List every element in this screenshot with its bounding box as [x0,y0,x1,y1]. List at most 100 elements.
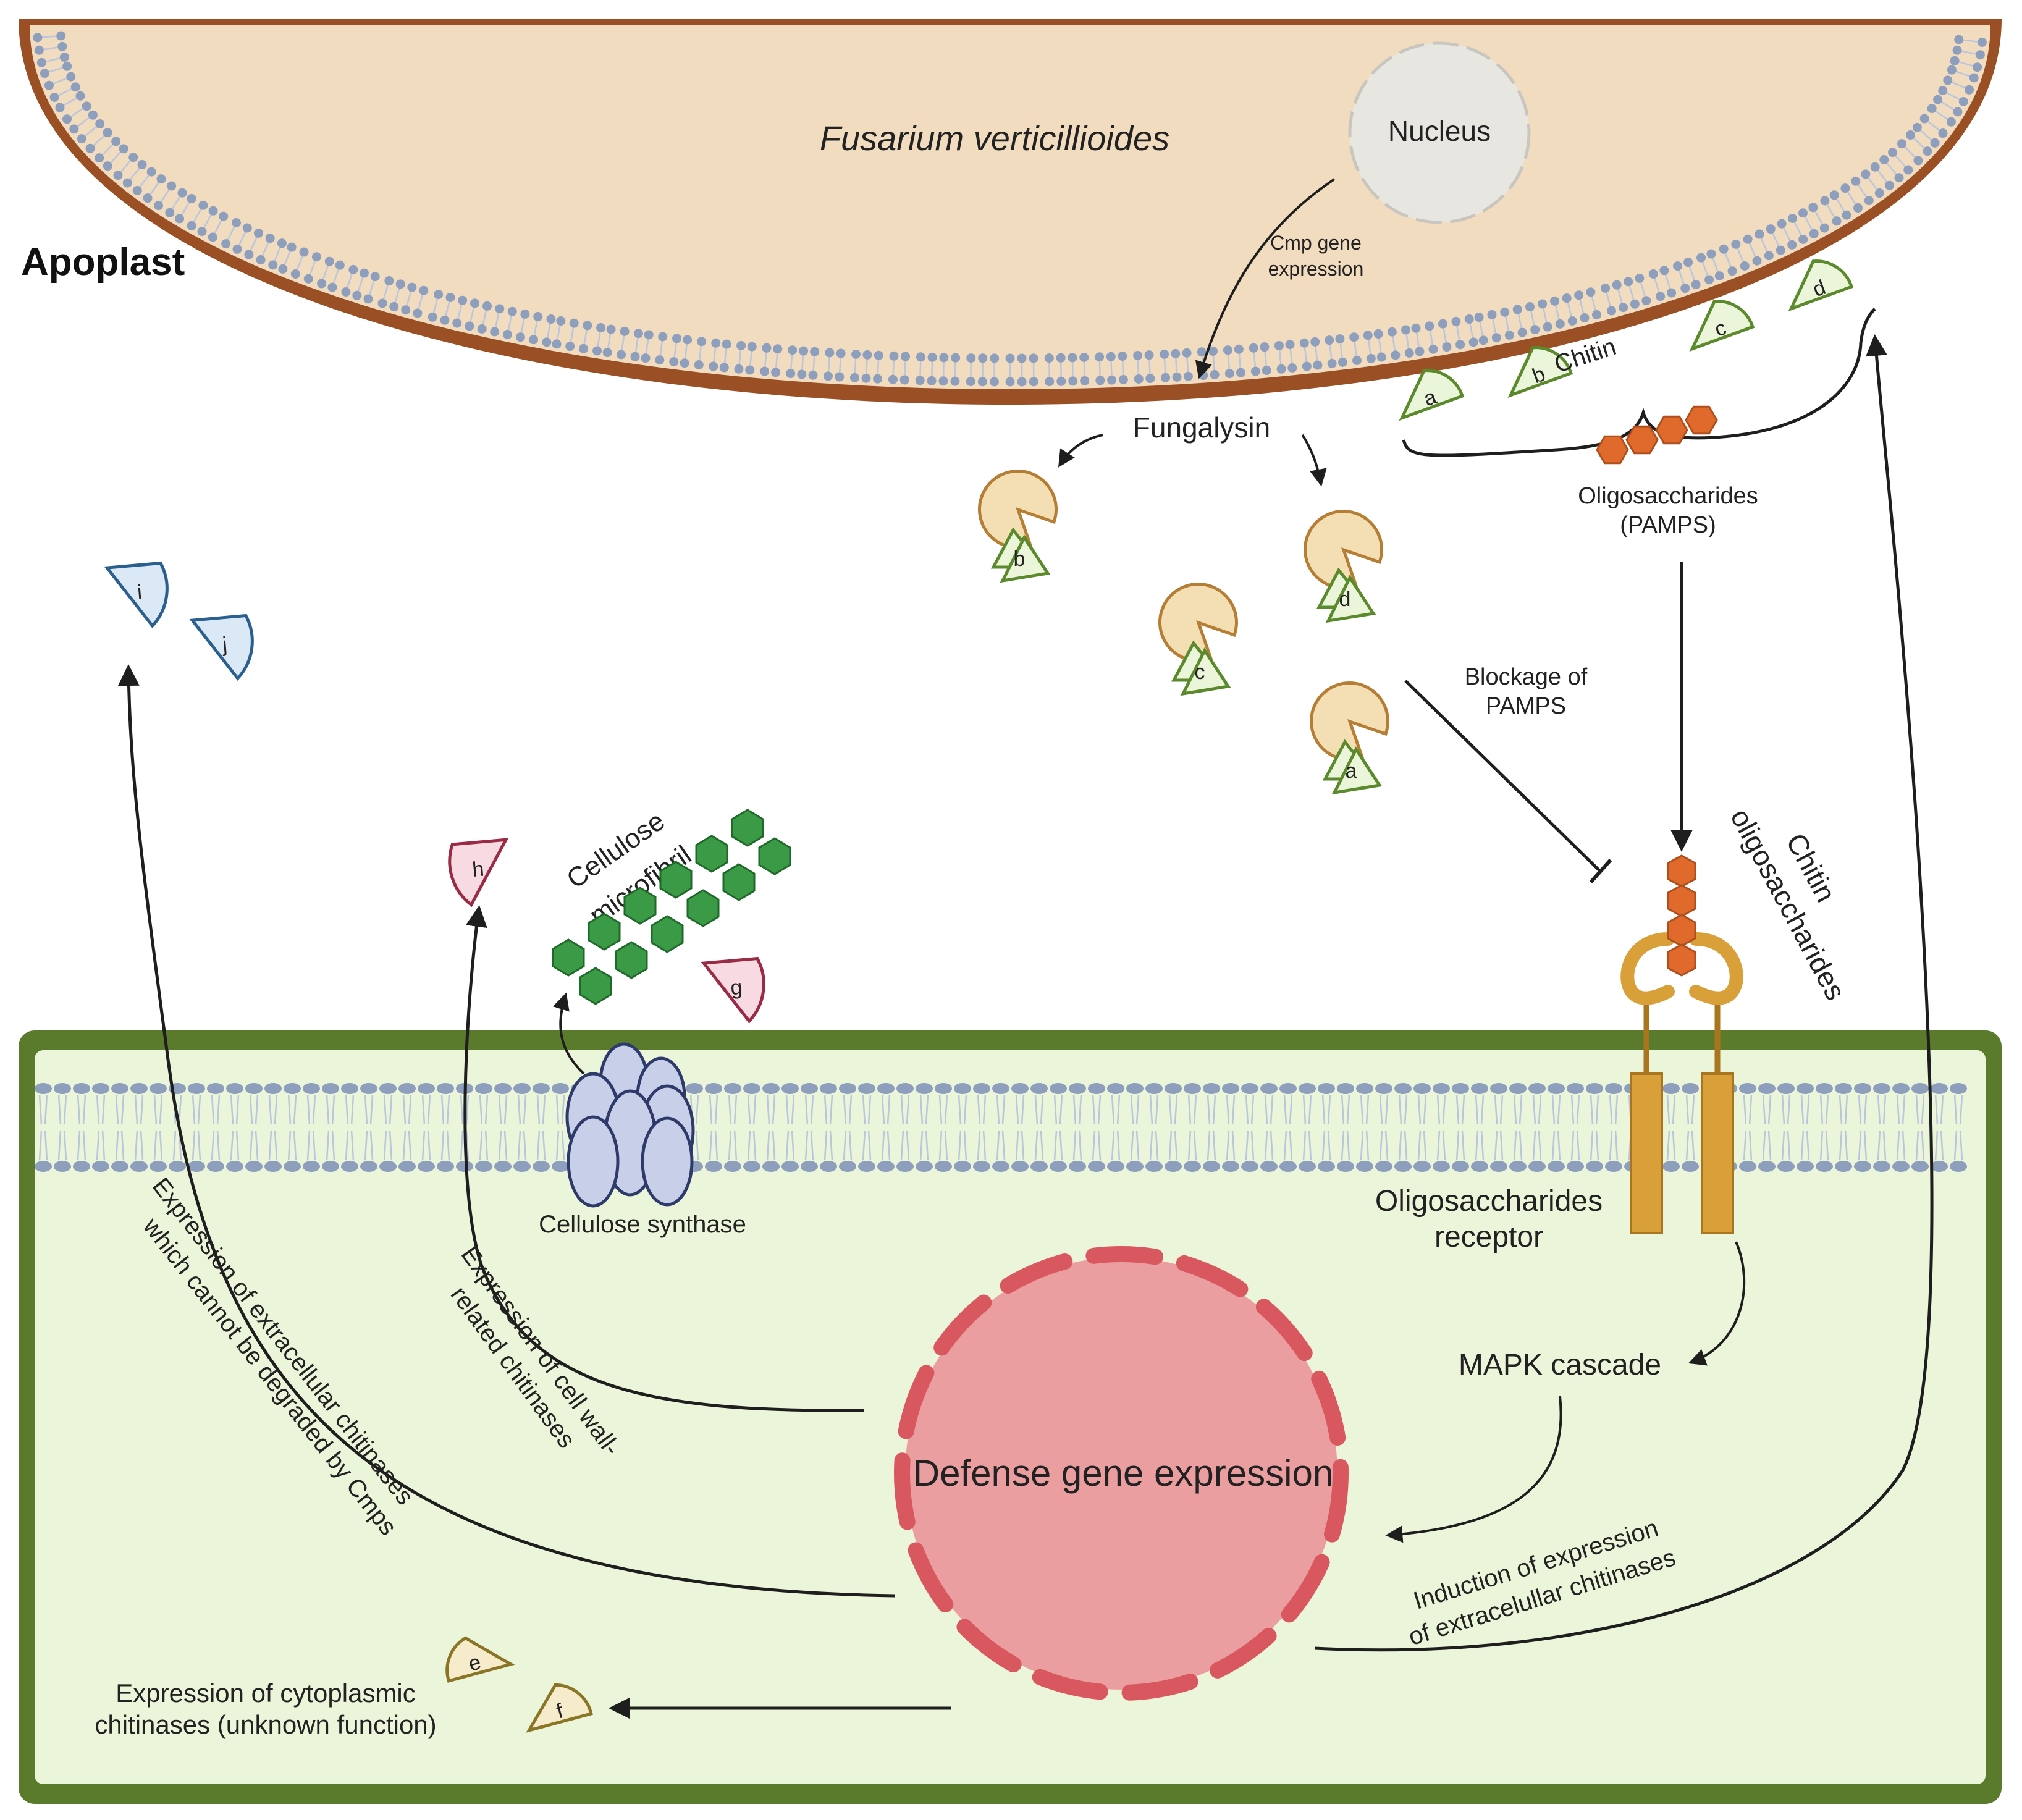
fungal-cell: Nucleus Fusarium verticillioides [19,19,2002,405]
oligosaccharide-receptor [1620,932,1743,1234]
fungal-membrane [33,31,1987,387]
cellulose-microfibril [552,809,791,1005]
receptor-transmembrane-right [1701,1072,1734,1234]
chitin-brace [1402,308,1876,457]
cytoplasmic-label-1: Expression of cytoplasmic [116,1679,416,1708]
chitinase-shape [1788,259,1854,312]
cellulose-hex [615,941,648,979]
fungalysin-complex-c: c [1158,582,1238,696]
pamps-label-2: (PAMPS) [1620,512,1716,538]
fungal-cytoplasm [30,25,1990,389]
fungalysin-bound-complexes: b d c a [977,469,1389,795]
cellulose-hex [588,912,621,951]
cellulose-hex [722,863,756,901]
pamps-oligosaccharide-chain [1596,405,1718,465]
cellulose-hex [552,938,585,977]
synthase-subunit [567,1115,620,1208]
chitinase-e: e [445,1636,515,1683]
fungalysin-arrow-right [1301,434,1327,487]
receptor-to-mapk-arrow [1688,1241,1746,1366]
fungalysin-complex-a: a [1309,681,1389,795]
chitinase-a-membrane: a [1399,369,1465,421]
defense-nucleus: Defense gene expression [894,1246,1349,1701]
receptor-transmembrane-left [1630,1072,1663,1234]
bound-chitinase-shape [1331,746,1383,795]
cellulose-hex [623,887,657,925]
cellulose-hex [758,837,791,875]
fungalysin-pacman [1158,582,1238,662]
nucleus-label: Nucleus [1388,115,1491,147]
chitinase-letter: i [136,580,143,604]
chitinase-letter: j [221,633,228,657]
cellulose-hex [686,889,720,927]
fungalysin-arrow-left [1058,434,1103,468]
chitin-oligo-label-2: oligosaccharides [1724,803,1852,1005]
membrane-chitinase-group: a b c d [1399,259,1854,421]
cellulose-synthase [565,1042,695,1208]
oligo-hex-unit [1596,435,1629,465]
chitinase-c-membrane: c [1689,300,1755,352]
cmp-expression-arrow [1195,178,1336,379]
oligo-hex-unit [1685,405,1718,435]
chitinase-shape [701,956,765,1024]
chitinase-shape [448,838,509,908]
chitinase-letter: g [730,975,743,1000]
bound-chitinase-letter: a [1346,759,1357,783]
apoplast-label: Apoplast [21,241,185,284]
fungalysin-pacman [1309,681,1389,761]
cellulose-synthase-label: Cellulose synthase [539,1211,746,1238]
organism-label: Fusarium verticillioides [820,119,1169,158]
blockage-label-1: Blockage of [1465,664,1588,690]
receptor-label-2: receptor [1434,1221,1543,1253]
chitinase-i: i [104,561,169,628]
chitinase-g: g [701,956,765,1024]
defense-nucleus-body [905,1257,1337,1690]
receptor-binding-arm-right [1689,932,1743,1005]
chitinase-b-membrane: b [1507,346,1573,398]
oligo-hex-unit [1625,425,1659,455]
fungalysin-pacman [1303,509,1383,589]
cytoplasmic-label-2: chitinases (unknown function) [95,1710,436,1739]
fungal-nucleus: Nucleus [1348,41,1531,224]
chitinase-shape [189,613,254,681]
chitinase-j: j [189,613,254,681]
ligand-hex [1667,943,1696,977]
chitinase-letter: h [471,857,485,882]
tan-chitinase-group: e f [445,1636,593,1733]
cellulose-hex [659,861,693,899]
cellulose-hex [731,809,764,847]
cellulose-hex [651,915,684,953]
receptor-label-1: Oligosaccharides [1375,1185,1603,1218]
fungalysin-pacman [977,469,1058,549]
blockage-inhibition-bar [1589,859,1612,883]
nucleus-envelope [1348,41,1531,224]
chitinase-shape [104,561,169,628]
fungalysin-label: Fungalysin [1133,411,1270,444]
blockage-label-2: PAMPS [1486,693,1566,719]
extracellular-chitinase-arrow [117,664,895,1598]
bound-chitinase-shape [1000,534,1051,583]
cellulose-hex [579,967,612,1005]
chitinase-f: f [526,1683,593,1733]
chitin-oligosaccharide-ligand [1667,854,1696,977]
cmp-gene-label-1: Cmp gene [1270,232,1362,254]
pamps-label-1: Oligosaccharides [1578,483,1758,509]
ligand-hex [1667,914,1696,947]
mapk-to-defense-arrow [1385,1396,1562,1543]
blockage-inhibition-line [1404,680,1601,872]
fungalysin-complex-d: d [1303,509,1383,623]
bound-chitinase-shape [1180,647,1231,696]
chitinase-shape [1507,346,1573,398]
receptor-binding-arm-left [1620,932,1675,1005]
bound-chitinase-shape [1325,574,1376,623]
synthase-to-cellulose-arrow [552,992,585,1075]
red-chitinase-group: h g [448,838,765,1024]
mapk-label: MAPK cascade [1459,1349,1661,1381]
cellwall-chitinase-arrow [463,905,864,1412]
chitinase-shape [1399,369,1465,421]
chitinase-shape [526,1683,593,1733]
synthase-subunit [641,1116,694,1207]
bound-chitinase-letter: b [1014,547,1026,571]
defense-nucleus-envelope [894,1246,1349,1701]
